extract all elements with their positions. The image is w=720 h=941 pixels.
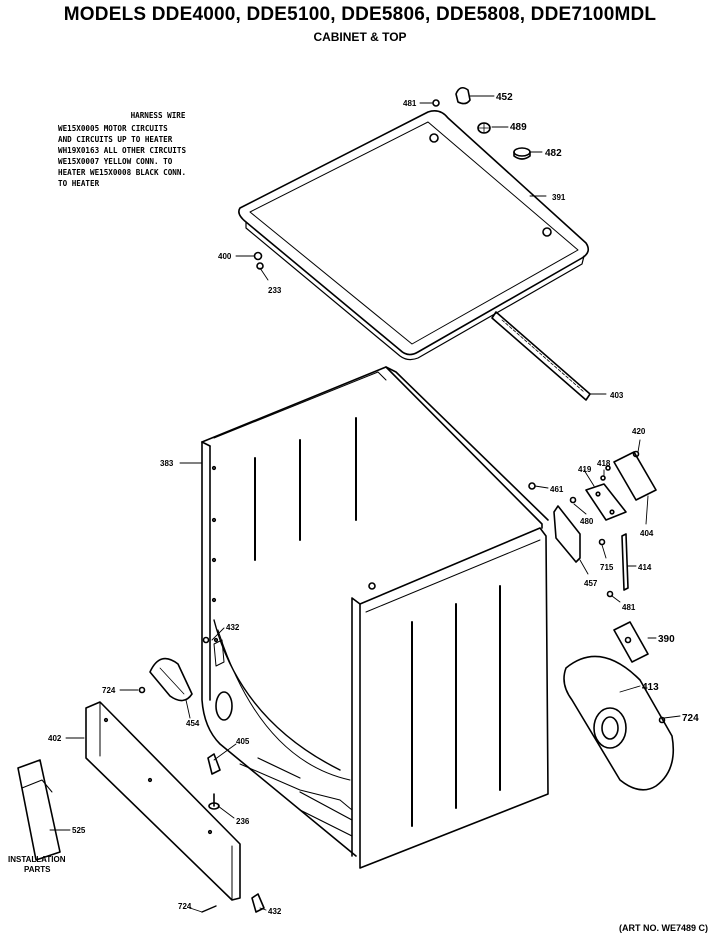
harness-note-line: WE15X0007 YELLOW CONN. TO xyxy=(58,157,173,166)
top-panel xyxy=(238,110,590,361)
harness-note-line: AND CIRCUITS UP TO HEATER xyxy=(58,135,173,144)
label-481b: 481 xyxy=(622,603,636,612)
label-432: 432 xyxy=(226,623,240,632)
label-481: 481 xyxy=(403,99,417,108)
label-233: 233 xyxy=(268,286,282,295)
label-414: 414 xyxy=(638,563,652,572)
installation-label-line1: INSTALLATION xyxy=(8,855,66,864)
label-400: 400 xyxy=(218,252,232,261)
label-525: 525 xyxy=(72,826,86,835)
label-402: 402 xyxy=(48,734,62,743)
label-480: 480 xyxy=(580,517,594,526)
hinge-rail xyxy=(491,311,591,401)
label-420: 420 xyxy=(632,427,646,436)
top-hardware xyxy=(253,86,531,270)
base-hardware xyxy=(201,753,265,913)
label-454: 454 xyxy=(186,719,200,728)
label-489: 489 xyxy=(510,122,527,133)
rear-bulkhead xyxy=(563,655,675,791)
label-418: 418 xyxy=(597,459,611,468)
cabinet-body xyxy=(201,366,549,869)
label-724: 724 xyxy=(102,686,116,695)
harness-note-line: TO HEATER xyxy=(58,179,100,188)
label-403: 403 xyxy=(610,391,624,400)
label-715: 715 xyxy=(600,563,614,572)
label-457: 457 xyxy=(584,579,598,588)
harness-note-heading: HARNESS WIRE xyxy=(130,111,186,120)
art-number: (ART NO. WE7489 C) xyxy=(618,923,708,933)
label-482: 482 xyxy=(545,148,562,159)
label-383: 383 xyxy=(160,459,174,468)
label-404: 404 xyxy=(640,529,654,538)
page-subtitle: CABINET & TOP xyxy=(313,30,407,44)
right-side-parts xyxy=(528,450,657,663)
label-452: 452 xyxy=(496,92,513,103)
label-724c: 724 xyxy=(178,902,192,911)
part-number-labels: 481 452 489 482 391 400 233 403 383 420 … xyxy=(8,92,699,916)
page-title: MODELS DDE4000, DDE5100, DDE5806, DDE580… xyxy=(63,4,657,25)
installation-label-line2: PARTS xyxy=(24,865,51,874)
label-236: 236 xyxy=(236,817,250,826)
harness-wire-note: HARNESS WIRE WE15X0005 MOTOR CIRCUITS AN… xyxy=(58,110,248,189)
harness-note-line: WH19X0163 ALL OTHER CIRCUITS xyxy=(58,146,187,155)
label-413: 413 xyxy=(642,682,659,693)
label-391: 391 xyxy=(552,193,566,202)
left-hardware xyxy=(138,636,225,702)
installation-parts-bag xyxy=(17,759,61,861)
label-390: 390 xyxy=(658,634,675,645)
label-724b: 724 xyxy=(682,713,699,724)
label-461: 461 xyxy=(550,485,564,494)
label-405: 405 xyxy=(236,737,250,746)
harness-note-line: WE15X0005 MOTOR CIRCUITS xyxy=(58,124,168,133)
harness-note-line: HEATER WE15X0008 BLACK CONN. xyxy=(58,168,187,177)
label-432b: 432 xyxy=(268,907,282,916)
label-419: 419 xyxy=(578,465,592,474)
toe-kick-panel xyxy=(85,701,241,901)
leader-lines xyxy=(49,95,681,913)
